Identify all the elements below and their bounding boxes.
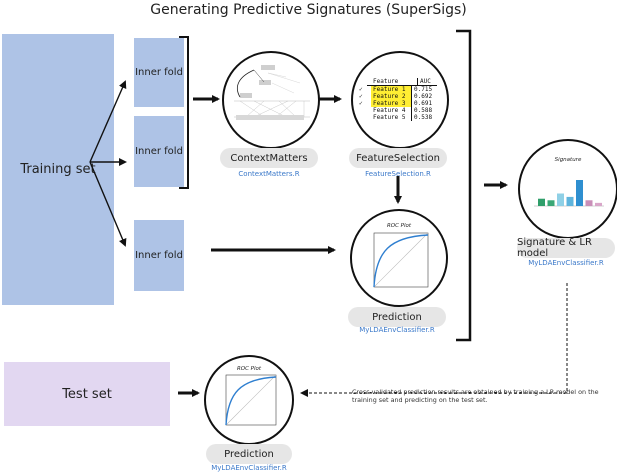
test-set-box: Test set	[4, 362, 170, 426]
contextmatters-label: ContextMatters	[220, 148, 318, 168]
contextmatters-file: ContextMatters.R	[238, 170, 300, 178]
outer-bracket	[456, 29, 472, 342]
table-cell-auc: 0.588	[411, 107, 432, 114]
inner-fold-label: Inner fold	[135, 250, 183, 261]
signature-bar-chart	[534, 180, 604, 207]
inner-fold-2: Inner fold	[134, 116, 184, 187]
cross-validation-note: Cross-validated prediction results are o…	[352, 388, 599, 404]
signature-bar	[557, 193, 564, 206]
dashed-model-arrow	[300, 283, 568, 397]
roc-plot-circle-inner: ROC Plot	[350, 209, 448, 307]
table-cell-auc: 0.538	[411, 114, 432, 121]
roc-plot-title: ROC Plot	[236, 366, 262, 372]
prediction-test-file: MyLDAEnvClassifier.R	[211, 464, 287, 472]
contextmatters-network-circle	[222, 51, 320, 149]
roc-plot-title: ROC Plot	[386, 223, 412, 229]
inner-fold-label: Inner fold	[135, 146, 183, 157]
signature-plot-title: Signature	[554, 157, 582, 163]
inner-fold-1: Inner fold	[134, 38, 184, 107]
table-cell-feature: Feature 5	[373, 114, 406, 121]
inner-fold-label: Inner fold	[135, 67, 183, 78]
training-set-label: Training set	[20, 162, 96, 177]
signature-label: Signature & LR model	[517, 237, 615, 259]
signature-bar	[547, 200, 555, 206]
roc-curve-chart	[373, 232, 429, 288]
prediction-test-label: Prediction	[206, 444, 292, 464]
table-cell-auc: 0.691	[411, 100, 432, 107]
signature-bar	[595, 202, 602, 206]
prediction-inner-file: MyLDAEnvClassifier.R	[359, 326, 435, 334]
training-set-box: Training set	[2, 34, 114, 305]
roc-curve-chart	[225, 374, 277, 426]
table-header-auc: AUC	[417, 78, 431, 85]
roc-plot-circle-test: ROC Plot	[204, 355, 294, 445]
table-row: Feature 4 0.588	[367, 107, 437, 114]
table-cell-feature: Feature 1	[371, 86, 411, 93]
table-cell-auc: 0.692	[411, 93, 432, 100]
signature-file: MyLDAEnvClassifier.R	[528, 259, 604, 267]
featureselection-file: FeatureSelection.R	[365, 170, 431, 178]
table-cell-feature: Feature 2	[371, 93, 411, 100]
check-icon: ✓	[359, 93, 363, 100]
signature-chart-circle: Signature	[518, 139, 617, 239]
diagram-title: Generating Predictive Signatures (SuperS…	[150, 2, 467, 18]
inner-fold-3: Inner fold	[134, 220, 184, 291]
table-cell-auc: 0.715	[411, 86, 432, 93]
table-cell-feature: Feature 4	[373, 107, 406, 114]
signature-bar	[576, 180, 583, 206]
test-set-label: Test set	[62, 386, 112, 402]
table-row: Feature 5 0.538	[367, 114, 437, 121]
fan-arrow-1	[89, 80, 127, 163]
table-cell-feature: Feature 3	[371, 100, 411, 107]
fan-arrow-3	[89, 161, 127, 247]
signature-bar	[566, 196, 574, 206]
folds-bracket	[179, 36, 189, 189]
check-icon: ✓	[359, 86, 363, 93]
network-graph	[234, 65, 310, 120]
prediction-inner-label: Prediction	[348, 307, 446, 327]
table-header-feature: Feature	[373, 78, 399, 85]
signature-bar	[585, 200, 593, 206]
signature-bar	[538, 198, 545, 206]
check-icon: ✓	[359, 100, 363, 107]
featureselection-label: FeatureSelection	[349, 148, 447, 168]
